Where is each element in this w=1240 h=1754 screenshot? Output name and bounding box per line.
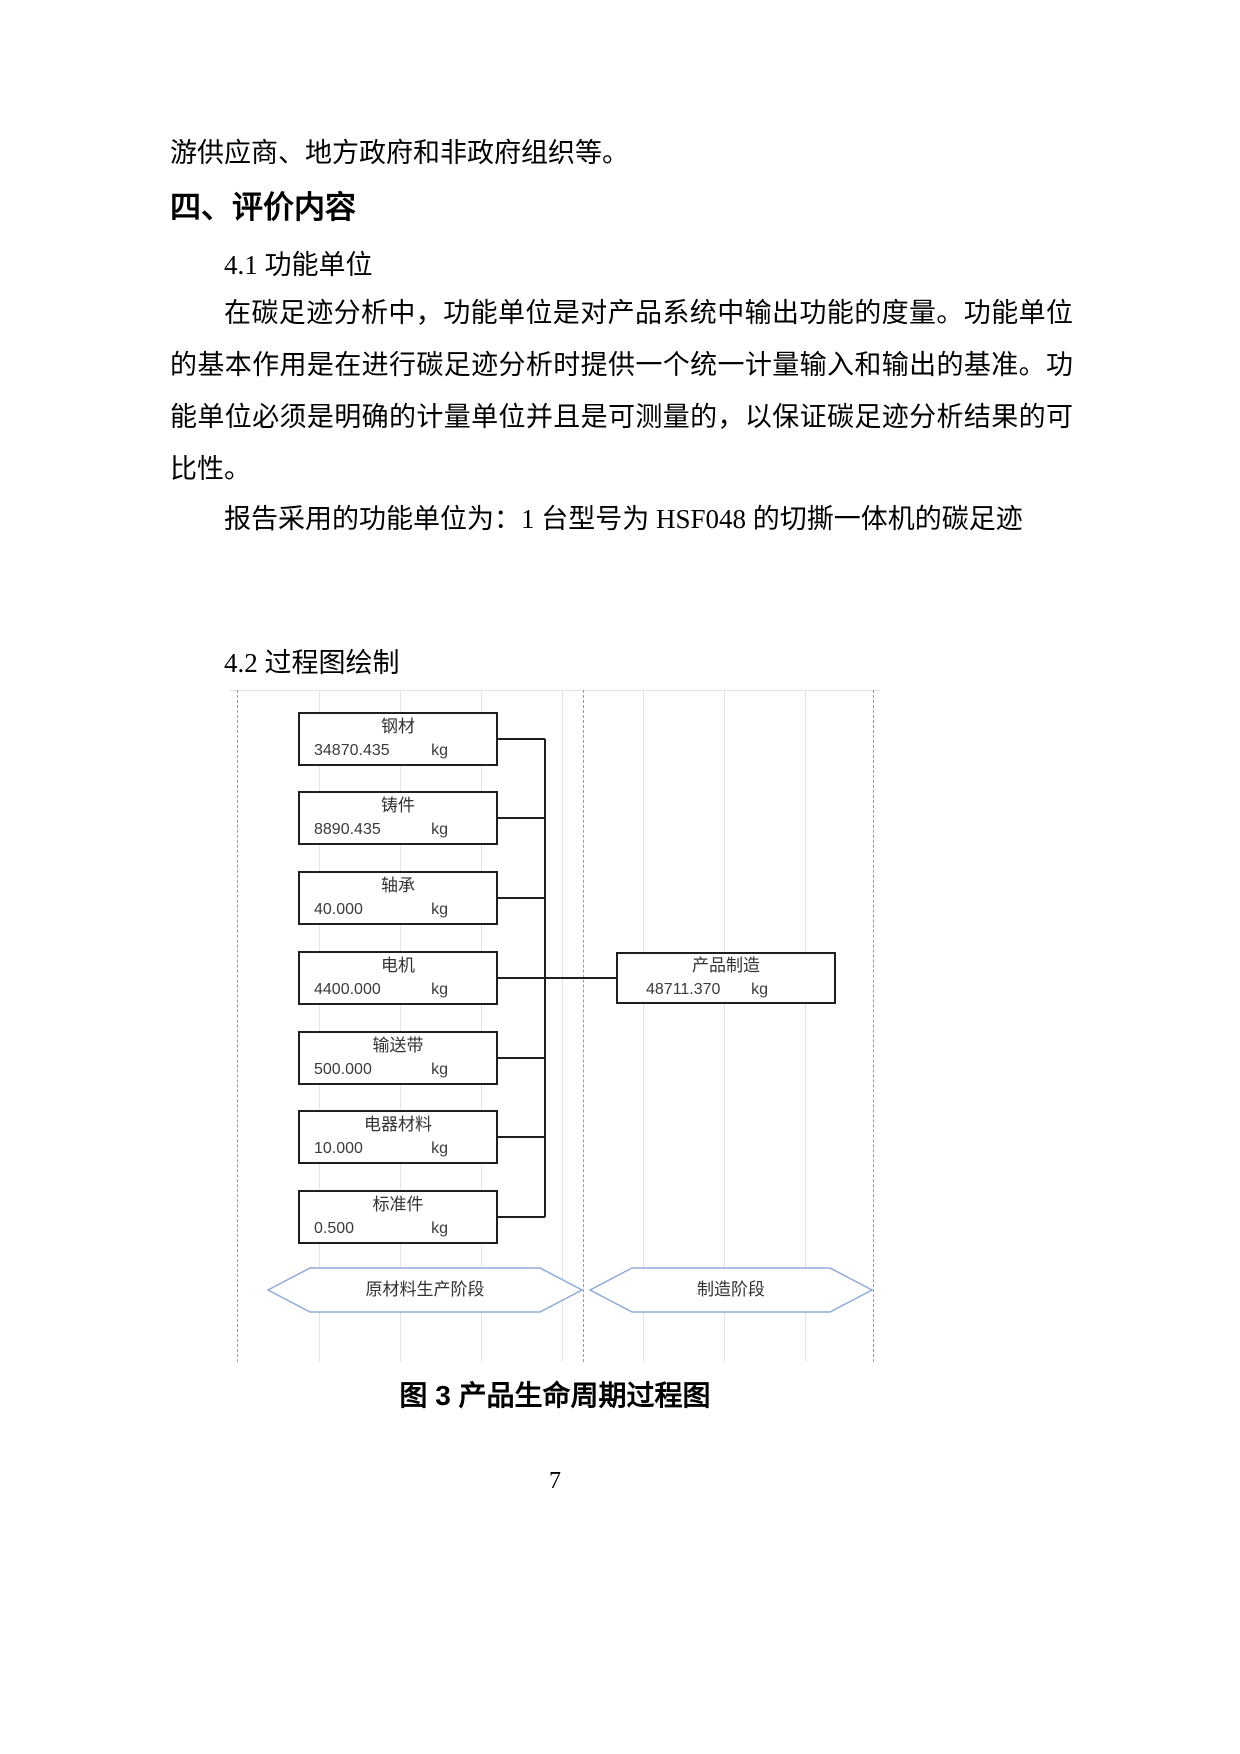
process-value: 48711.370 xyxy=(646,981,721,998)
gridline xyxy=(230,690,880,691)
connector-lines xyxy=(266,738,874,1313)
material-value: 500.000 xyxy=(314,1061,372,1078)
material-box-bearings: 轴承 40.000 kg xyxy=(298,871,498,925)
process-unit: kg xyxy=(751,981,768,998)
material-name: 轴承 xyxy=(381,876,415,895)
subheading-4-2: 4.2 过程图绘制 xyxy=(224,648,400,678)
stage-hexagon-raw-materials xyxy=(266,1267,584,1313)
material-box-motor: 电机 4400.000 kg xyxy=(298,951,498,1005)
material-value: 10.000 xyxy=(314,1140,363,1157)
lifecycle-process-diagram: 钢材 34870.435 kg 铸件 8890.435 kg 轴承 40.000… xyxy=(230,690,880,1362)
material-name: 钢材 xyxy=(381,717,415,736)
material-unit: kg xyxy=(431,981,448,998)
paragraph-report-unit: 报告采用的功能单位为：1 台型号为 HSF048 的切撕一体机的碳足迹 xyxy=(224,504,1023,534)
material-value: 40.000 xyxy=(314,901,363,918)
material-box-standard-parts: 标准件 0.500 kg xyxy=(298,1190,498,1244)
material-unit: kg xyxy=(431,1140,448,1157)
gridline xyxy=(481,690,482,1362)
material-value: 4400.000 xyxy=(314,981,381,998)
material-box-steel: 钢材 34870.435 kg xyxy=(298,712,498,766)
material-unit: kg xyxy=(431,742,448,759)
material-unit: kg xyxy=(431,821,448,838)
material-name: 标准件 xyxy=(372,1195,424,1214)
page-break-line xyxy=(237,690,238,1362)
material-box-conveyor-belt: 输送带 500.000 kg xyxy=(298,1031,498,1085)
figure-caption: 图 3 产品生命周期过程图 xyxy=(399,1380,711,1411)
page-number: 7 xyxy=(549,1468,561,1494)
product-manufacturing-box: 产品制造 48711.370 kg xyxy=(616,952,836,1004)
page-break-line xyxy=(583,690,584,1362)
gridline xyxy=(643,690,644,1362)
material-unit: kg xyxy=(431,1061,448,1078)
material-value: 34870.435 xyxy=(314,742,390,759)
material-unit: kg xyxy=(431,1220,448,1237)
gridline xyxy=(805,690,806,1362)
page-break-line xyxy=(873,690,874,1362)
stage-label-raw-materials: 原材料生产阶段 xyxy=(365,1280,485,1299)
stage-label-manufacturing: 制造阶段 xyxy=(697,1280,765,1299)
material-box-castings: 铸件 8890.435 kg xyxy=(298,791,498,845)
intro-line: 游供应商、地方政府和非政府组织等。 xyxy=(170,138,629,168)
gridline xyxy=(400,690,401,1362)
material-box-electrical: 电器材料 10.000 kg xyxy=(298,1110,498,1164)
material-unit: kg xyxy=(431,901,448,918)
stage-hexagon-manufacturing xyxy=(588,1267,874,1313)
material-value: 0.500 xyxy=(314,1220,355,1237)
material-name: 输送带 xyxy=(372,1036,424,1055)
material-name: 铸件 xyxy=(381,796,415,815)
material-value: 8890.435 xyxy=(314,821,381,838)
gridline xyxy=(562,690,563,1362)
material-name: 电机 xyxy=(381,956,415,975)
gridline xyxy=(319,690,320,1362)
section-heading: 四、评价内容 xyxy=(170,190,356,225)
material-name: 电器材料 xyxy=(364,1115,432,1134)
subheading-4-1: 4.1 功能单位 xyxy=(224,250,373,280)
gridline xyxy=(724,690,725,1362)
paragraph-functional-unit: 在碳足迹分析中，功能单位是对产品系统中输出功能的度量。功能单位的基本作用是在进行… xyxy=(170,298,1073,484)
process-name: 产品制造 xyxy=(692,956,760,975)
